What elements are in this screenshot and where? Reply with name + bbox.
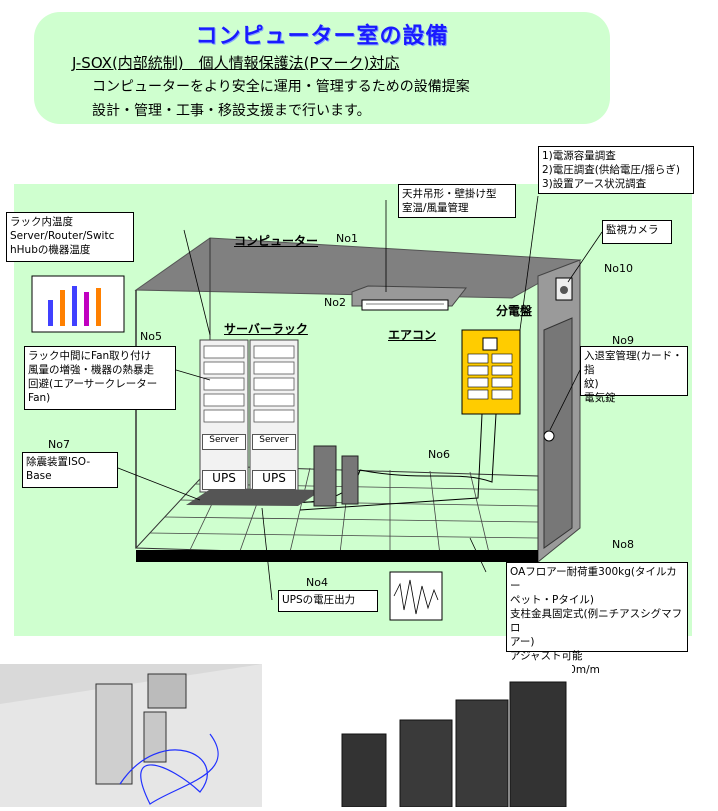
ceiling-plane [134,237,582,299]
label-aircon: エアコン [388,328,437,342]
subtitle-services: 設計・管理・工事・移設支援まで行います。 [92,103,371,119]
rack-ups-label-1: UPS [202,470,246,490]
label-no9: No9 [612,334,634,347]
subtitle-proposal: コンピューターをより安全に運用・管理するための設備提案 [92,79,470,95]
rack-server-label-2: Server [252,434,296,450]
subtitle-compliance: J-SOX(内部統制) 個人情報保護法(Pマーク)対応 [72,54,400,72]
floor-edge [136,550,538,562]
equipment-tower-1 [313,445,337,507]
callout-rack-temp: ラック内温度 Server/Router/Switc hHubの機器温度 [6,212,134,262]
label-no10: No10 [604,262,633,275]
equipment-tower-2 [341,455,359,505]
label-computer: コンピューター [234,234,319,248]
label-distribution-panel: 分電盤 [496,304,533,318]
oa-floor [134,465,539,561]
callout-oa-floor: OAフロアー耐荷重300kg(タイルカー ペット・Pタイル) 支柱金具固定式(例… [506,562,688,676]
temperature-chart-graphic [31,275,125,333]
rack-ups-label-2: UPS [252,470,296,490]
photo-server-racks [336,664,572,808]
label-server-rack: サーバーラック [224,322,308,336]
callout-access-control: 入退室管理(カード・指 紋) 電気錠 [580,346,688,404]
label-no5: No5 [140,330,162,343]
header-banner [34,12,610,124]
callout-isolation: 除震装置ISO- Base [22,452,118,488]
callout-fan: ラック中間にFan取り付け 風量の増強・機器の熱暴走 回避(エアーサークレーター… [24,346,176,410]
label-no1: No1 [336,232,358,245]
label-no7: No7 [48,438,70,451]
callout-camera: 監視カメラ [602,220,672,244]
rack-server-label-1: Server [202,434,246,450]
photo-cable-clutter [0,664,262,807]
card-reader-icon [543,430,555,442]
iso-base [186,488,322,506]
page-title: コンピューター室の設備 [195,24,449,49]
label-no4: No4 [306,576,328,589]
callout-ceiling-ac: 天井吊形・壁掛け型 室温/風量管理 [398,184,516,218]
label-no2: No2 [324,296,346,309]
label-no6: No6 [428,448,450,461]
label-no8: No8 [612,538,634,551]
callout-power-check: 1)電源容量調査 2)電圧調査(供給電圧/揺らぎ) 3)設置アース状況調査 [538,146,694,194]
callout-ups-voltage: UPSの電圧出力 [278,590,378,612]
